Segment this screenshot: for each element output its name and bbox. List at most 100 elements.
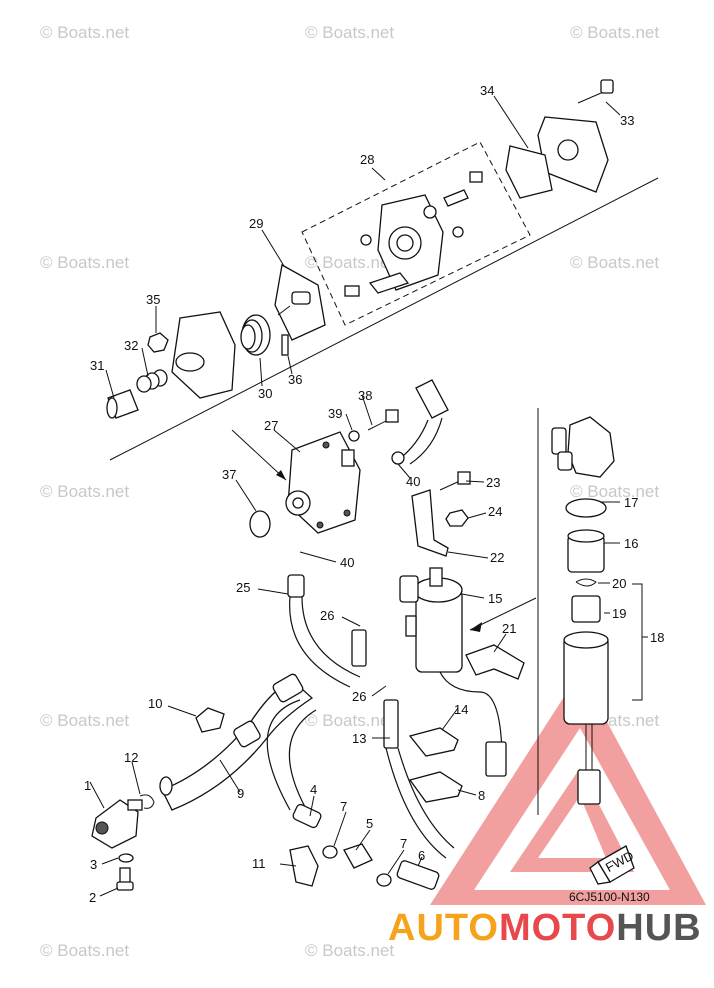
label-39: 39 — [328, 406, 342, 421]
label-25: 25 — [236, 580, 250, 595]
part-24-nut — [445, 509, 469, 527]
part-1-fuel-joint — [91, 799, 143, 849]
label-15: 15 — [488, 591, 502, 606]
part-5-joint — [343, 843, 373, 869]
part-38-bolt — [367, 409, 399, 431]
brand-part-a: AUTO — [388, 907, 499, 949]
label-14: 14 — [454, 702, 468, 717]
label-28: 28 — [360, 152, 374, 167]
label-12: 12 — [124, 750, 138, 765]
label-21: 21 — [502, 621, 516, 636]
label-9: 9 — [237, 786, 244, 801]
watermarks: © Boats.net © Boats.net © Boats.net © Bo… — [40, 23, 659, 960]
diagram-code: 6CJ5100-N130 — [569, 890, 650, 904]
label-22: 22 — [490, 550, 504, 565]
part-32-spring — [136, 369, 168, 393]
brand-logo-text: AUTOMOTOHUB — [388, 906, 708, 950]
watermark-text: © Boats.net — [570, 482, 659, 501]
label-40a: 40 — [406, 474, 420, 489]
label-16: 16 — [624, 536, 638, 551]
watermark-text: © Boats.net — [305, 711, 394, 730]
part-7-clip — [322, 845, 338, 859]
part-33-bolt — [577, 79, 614, 104]
label-31: 31 — [90, 358, 104, 373]
label-27: 27 — [264, 418, 278, 433]
label-7b: 7 — [400, 836, 407, 851]
label-10: 10 — [148, 696, 162, 711]
watermark-text: © Boats.net — [40, 23, 129, 42]
label-20: 20 — [612, 576, 626, 591]
label-6: 6 — [418, 848, 425, 863]
part-14-clamp — [408, 727, 459, 757]
brand-part-c: HUB — [616, 907, 702, 949]
label-36: 36 — [288, 372, 302, 387]
part-12-clip — [139, 794, 155, 809]
watermark-text: © Boats.net — [40, 941, 129, 960]
assembly-arrow — [231, 429, 287, 481]
label-34: 34 — [480, 83, 494, 98]
part-21-clamp — [465, 644, 525, 680]
label-35: 35 — [146, 292, 160, 307]
label-33: 33 — [620, 113, 634, 128]
sensor-wire — [439, 671, 503, 753]
part-36-pin — [281, 334, 289, 356]
part-8-clamp — [408, 771, 463, 803]
watermark-text: © Boats.net — [40, 711, 129, 730]
brand-part-b: MOTO — [498, 907, 617, 949]
label-4: 4 — [310, 782, 317, 797]
part-22-bracket — [411, 489, 449, 557]
label-1: 1 — [84, 778, 91, 793]
part-28-pump-body — [344, 171, 483, 297]
part-30-spring — [240, 314, 271, 356]
part-34-cover-plate — [505, 116, 609, 199]
label-24: 24 — [488, 504, 502, 519]
part-23-bolt — [439, 471, 471, 491]
label-32: 32 — [124, 338, 138, 353]
label-17: 17 — [624, 495, 638, 510]
part-10-clip — [195, 707, 225, 733]
label-7a: 7 — [340, 799, 347, 814]
watermark-text: © Boats.net — [40, 482, 129, 501]
watermark-text: © Boats.net — [570, 253, 659, 272]
part-number-labels: 1 2 3 4 5 6 7 7 8 9 10 11 12 13 14 15 16… — [84, 83, 664, 905]
watermark-text: © Boats.net — [305, 23, 394, 42]
label-2: 2 — [89, 890, 96, 905]
label-30: 30 — [258, 386, 272, 401]
leader-lines — [89, 95, 648, 897]
fuel-hoses — [159, 574, 455, 890]
label-18: 18 — [650, 630, 664, 645]
assembly-boundary-28 — [301, 141, 531, 326]
label-5: 5 — [366, 816, 373, 831]
part-11-clamp — [289, 845, 319, 887]
inset-filter-assembly — [551, 416, 615, 805]
label-40b: 40 — [340, 555, 354, 570]
part-37-o-ring — [249, 510, 271, 538]
label-38: 38 — [358, 388, 372, 403]
part-27-fuel-pump — [285, 431, 361, 534]
label-26a: 26 — [320, 608, 334, 623]
label-8: 8 — [478, 788, 485, 803]
part-29-diaphragm — [274, 263, 326, 341]
pump-base-plate — [171, 311, 236, 399]
part-15-fuel-filter — [399, 567, 463, 673]
label-13: 13 — [352, 731, 366, 746]
label-37: 37 — [222, 467, 236, 482]
forward-direction-arrow: FWD — [589, 845, 636, 885]
sensor-connector — [485, 741, 507, 777]
watermark-text: © Boats.net — [40, 253, 129, 272]
part-2-screw — [116, 867, 134, 891]
section-divider-line — [109, 177, 659, 461]
label-11: 11 — [252, 856, 266, 871]
arrow-head — [276, 470, 286, 480]
part-31-plunger — [106, 389, 139, 419]
label-19: 19 — [612, 606, 626, 621]
watermark-text: © Boats.net — [570, 23, 659, 42]
part-39-washer — [348, 430, 360, 442]
part-3-washer — [118, 853, 134, 863]
part-7-clip — [376, 873, 392, 887]
pump-outlet-hose — [391, 379, 449, 465]
label-29: 29 — [249, 216, 263, 231]
watermark-text: © Boats.net — [305, 253, 394, 272]
